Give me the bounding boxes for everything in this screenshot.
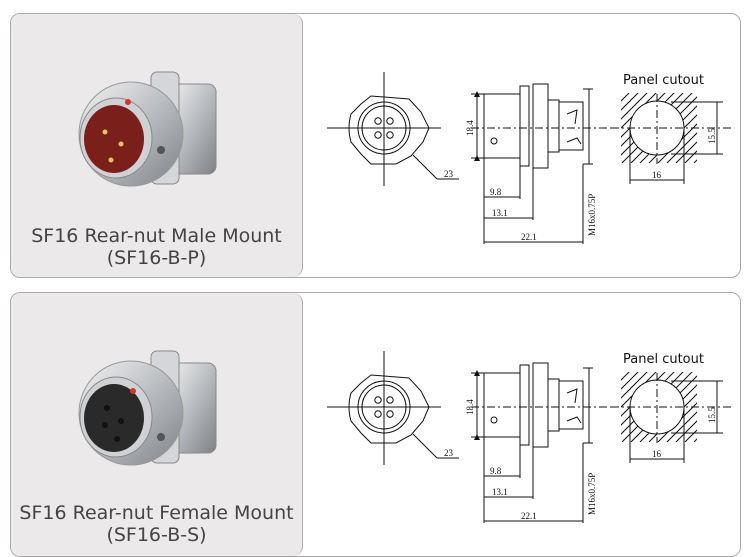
product-photo-panel: SF16 Rear-nut Female Mount (SF16-B-S) — [11, 293, 303, 556]
panel-cutout-view: Panel cutout 15.5 16 — [611, 73, 731, 184]
connector-body — [78, 350, 217, 466]
svg-text:23: 23 — [444, 169, 454, 179]
svg-text:22.1: 22.1 — [521, 232, 537, 242]
product-name: SF16 Rear-nut Female Mount — [19, 502, 294, 524]
svg-text:15.5: 15.5 — [707, 128, 717, 144]
svg-text:18.4: 18.4 — [465, 120, 475, 136]
product-name: SF16 Rear-nut Male Mount — [31, 225, 282, 247]
connector-body — [78, 71, 217, 187]
svg-text:9.8: 9.8 — [490, 187, 502, 197]
product-photo-panel: SF16 Rear-nut Male Mount (SF16-B-P) — [11, 14, 303, 277]
male-connector-photo — [78, 71, 217, 187]
svg-text:9.8: 9.8 — [490, 466, 502, 476]
svg-text:22.1: 22.1 — [521, 511, 537, 521]
svg-text:15.5: 15.5 — [707, 407, 717, 423]
svg-text:13.1: 13.1 — [492, 208, 508, 218]
svg-text:16: 16 — [652, 449, 662, 459]
female-connector-photo — [78, 350, 217, 466]
svg-text:Panel cutout: Panel cutout — [623, 73, 704, 88]
svg-text:23: 23 — [444, 448, 454, 458]
front-view: 23 — [327, 351, 459, 465]
svg-text:M16x0.75P: M16x0.75P — [587, 194, 597, 236]
product-model: (SF16-B-S) — [106, 524, 207, 546]
panel-cutout-view: Panel cutout 15.5 16 — [611, 352, 731, 463]
product-card-female: SF16 Rear-nut Female Mount (SF16-B-S) 23… — [10, 292, 741, 557]
svg-text:13.1: 13.1 — [492, 487, 508, 497]
svg-text:Panel cutout: Panel cutout — [623, 352, 704, 367]
product-model: (SF16-B-P) — [106, 247, 207, 269]
svg-text:16: 16 — [652, 170, 662, 180]
front-view: 23 — [327, 72, 459, 186]
svg-text:M16x0.75P: M16x0.75P — [587, 473, 597, 515]
svg-text:18.4: 18.4 — [465, 399, 475, 415]
product-card-male: SF16 Rear-nut Male Mount (SF16-B-P) 23 18… — [10, 13, 741, 278]
